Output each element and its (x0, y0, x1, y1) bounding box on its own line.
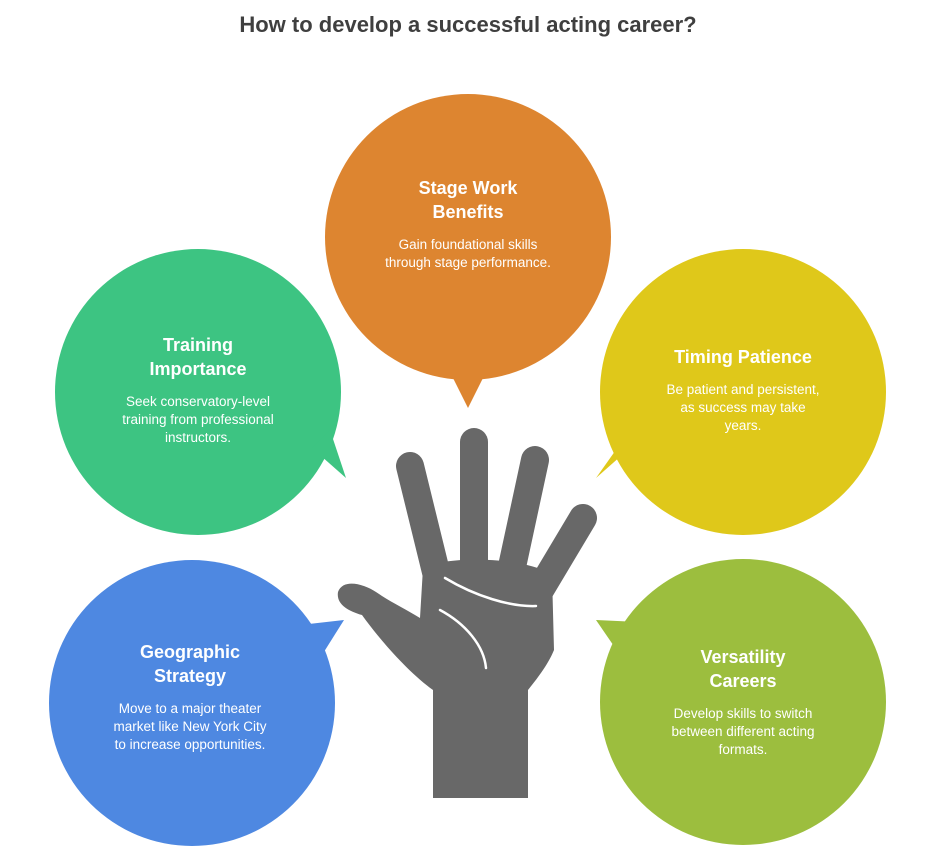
stage-work-block: Stage Work Benefits Gain foundational sk… (373, 176, 563, 272)
stage-work-text: Gain foundational skills through stage p… (385, 237, 551, 270)
diagram-title: How to develop a successful acting caree… (239, 12, 697, 37)
versatility-text: Develop skills to switch between differe… (671, 706, 815, 757)
bubble-training (55, 249, 346, 535)
training-heading: Training Importance (149, 335, 247, 379)
bubble-stage-work (325, 94, 611, 408)
bubble-geographic (49, 560, 344, 846)
geographic-heading: Geographic Strategy (139, 642, 241, 686)
stage-work-heading: Stage Work Benefits (418, 178, 518, 222)
geographic-text: Move to a major theater market like New … (113, 701, 267, 752)
timing-heading: Timing Patience (674, 347, 812, 367)
bubble-versatility (596, 559, 886, 845)
timing-block: Timing Patience Be patient and persisten… (653, 345, 833, 435)
geographic-block: Geographic Strategy Move to a major thea… (100, 640, 280, 754)
bubble-timing (596, 249, 886, 535)
training-text: Seek conservatory-level training from pr… (122, 394, 274, 445)
training-block: Training Importance Seek conservatory-le… (108, 333, 288, 447)
timing-text: Be patient and persistent, as success ma… (666, 382, 820, 433)
raised-hand-icon (337, 428, 597, 798)
versatility-block: Versatility Careers Develop skills to sw… (653, 645, 833, 759)
versatility-heading: Versatility Careers (700, 647, 786, 691)
